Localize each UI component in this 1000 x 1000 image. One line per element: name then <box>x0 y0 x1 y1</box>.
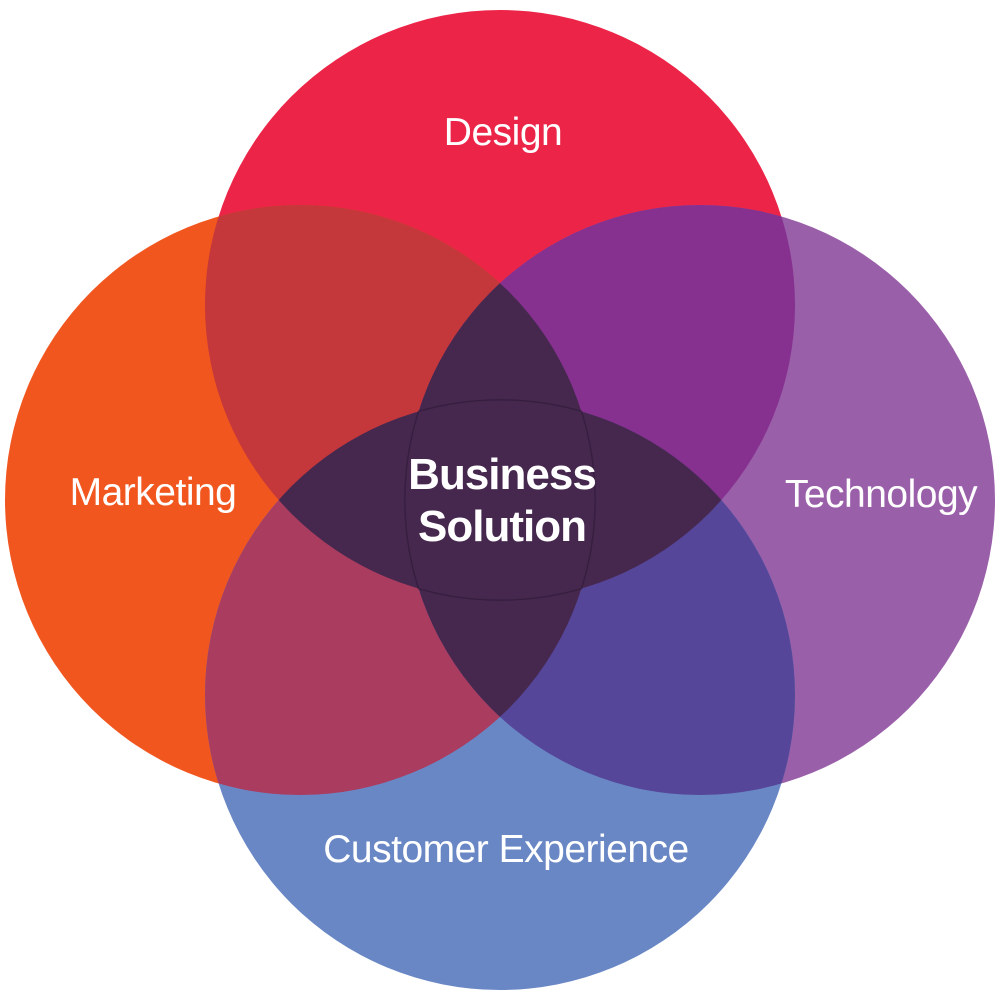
center-intersection-shape <box>404 399 596 601</box>
overlap-design-marketing-technology <box>405 205 595 600</box>
center-label-line2: Solution <box>418 502 586 551</box>
overlap-marketing-technology-customer-experience <box>405 400 595 795</box>
center-label-line1: Business <box>408 450 596 499</box>
label-technology: Technology <box>785 473 978 516</box>
overlap-design-marketing-customer-experience <box>205 400 595 600</box>
overlap-design-technology-customer-experience <box>405 400 795 600</box>
label-marketing: Marketing <box>70 471 237 514</box>
label-customer-experience: Customer Experience <box>323 828 689 871</box>
label-design: Design <box>444 111 562 154</box>
